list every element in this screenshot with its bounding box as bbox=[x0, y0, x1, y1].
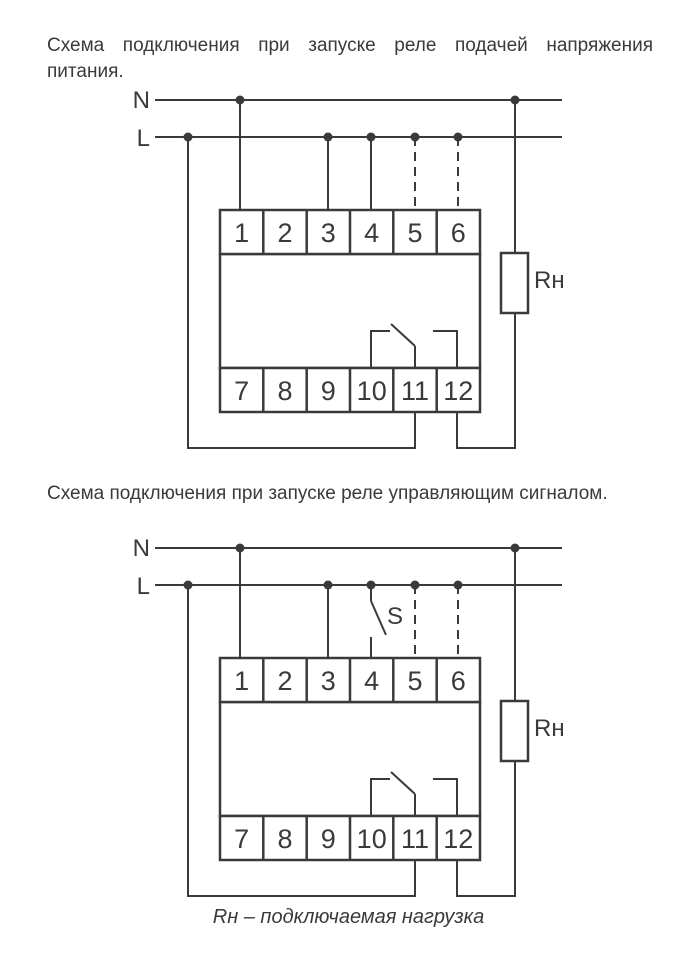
terminal-label: 3 bbox=[321, 218, 336, 248]
wire-load-to-terminal-12 bbox=[456, 761, 516, 897]
control-switch-s: S bbox=[370, 585, 403, 658]
terminal-label: 6 bbox=[451, 666, 466, 696]
terminal-label: 5 bbox=[407, 218, 422, 248]
terminal-label: 7 bbox=[234, 376, 249, 406]
junction-dot bbox=[453, 580, 463, 590]
terminal-label: 5 bbox=[407, 666, 422, 696]
relay-device-body bbox=[218, 252, 482, 370]
junction-dot bbox=[235, 543, 245, 553]
terminal-label: 4 bbox=[364, 218, 379, 248]
relay-contact-symbol bbox=[370, 323, 458, 368]
l-line-label: L bbox=[137, 573, 150, 600]
junction-dot bbox=[410, 132, 420, 142]
l-line-label: L bbox=[137, 125, 150, 152]
junction-dots bbox=[183, 543, 520, 590]
junction-dot bbox=[410, 580, 420, 590]
terminal-label: 10 bbox=[357, 376, 387, 406]
contact-blade bbox=[390, 771, 416, 795]
terminal-label: 11 bbox=[401, 376, 429, 406]
relay-device-body bbox=[218, 700, 482, 818]
terminal-cell-dividers bbox=[262, 658, 438, 860]
load-legend-caption: Rн – подключаемая нагрузка bbox=[212, 906, 485, 928]
junction-dot bbox=[510, 95, 520, 105]
terminal-label: 7 bbox=[234, 824, 249, 854]
terminal-label: 3 bbox=[321, 666, 336, 696]
wiring-diagram-1: N L bbox=[133, 87, 565, 449]
terminal-label: 2 bbox=[277, 666, 292, 696]
terminal-label: 10 bbox=[357, 824, 387, 854]
wire-l-to-terminal-11 bbox=[187, 585, 416, 897]
load-resistor bbox=[499, 251, 530, 315]
terminal-label: 11 bbox=[401, 824, 429, 854]
junction-dot bbox=[453, 132, 463, 142]
junction-dot bbox=[366, 132, 376, 142]
terminal-label: 12 bbox=[443, 824, 473, 854]
n-line-label: N bbox=[133, 535, 150, 562]
terminal-label: 6 bbox=[451, 218, 466, 248]
contact-arm-terminal-12 bbox=[433, 778, 458, 816]
junction-dot bbox=[235, 95, 245, 105]
terminal-numbers-bottom: 7 8 9 10 11 12 bbox=[234, 376, 473, 406]
contact-arm-terminal-10 bbox=[370, 330, 390, 368]
switch-blade bbox=[370, 600, 387, 636]
diagram1-title: Схема подключения при запуске реле подач… bbox=[47, 35, 653, 82]
junction-dot bbox=[183, 580, 193, 590]
terminal-numbers-bottom: 7 8 9 10 11 12 bbox=[234, 824, 473, 854]
junction-dot bbox=[183, 132, 193, 142]
contact-arm-terminal-12 bbox=[433, 330, 458, 368]
n-line-label: N bbox=[133, 87, 150, 114]
junction-dot bbox=[323, 580, 333, 590]
junction-dot bbox=[510, 543, 520, 553]
terminal-label: 4 bbox=[364, 666, 379, 696]
load-resistor-label: Rн bbox=[534, 715, 565, 742]
terminal-label: 9 bbox=[321, 824, 336, 854]
terminal-cell-dividers bbox=[262, 210, 438, 412]
terminal-label: 9 bbox=[321, 376, 336, 406]
junction-dot bbox=[366, 580, 376, 590]
load-resistor-label: Rн bbox=[534, 267, 565, 294]
terminal-label: 1 bbox=[234, 218, 249, 248]
contact-arm-terminal-10 bbox=[370, 778, 390, 816]
diagram2-title: Схема подключения при запуске реле управ… bbox=[47, 483, 608, 504]
contact-blade bbox=[390, 323, 416, 347]
wire-l-to-terminal-11 bbox=[187, 137, 416, 449]
terminal-numbers-top: 1 2 3 4 5 6 bbox=[234, 666, 466, 696]
switch-label: S bbox=[387, 603, 403, 630]
terminal-label: 8 bbox=[277, 824, 292, 854]
terminal-label: 8 bbox=[277, 376, 292, 406]
terminal-label: 2 bbox=[277, 218, 292, 248]
wire-load-to-terminal-12 bbox=[456, 313, 516, 449]
junction-dots bbox=[183, 95, 520, 142]
terminal-numbers-top: 1 2 3 4 5 6 bbox=[234, 218, 466, 248]
wiring-diagram-2: N L S bbox=[133, 535, 565, 897]
relay-contact-symbol bbox=[370, 771, 458, 816]
junction-dot bbox=[323, 132, 333, 142]
terminal-label: 12 bbox=[443, 376, 473, 406]
terminal-label: 1 bbox=[234, 666, 249, 696]
load-resistor bbox=[499, 699, 530, 763]
